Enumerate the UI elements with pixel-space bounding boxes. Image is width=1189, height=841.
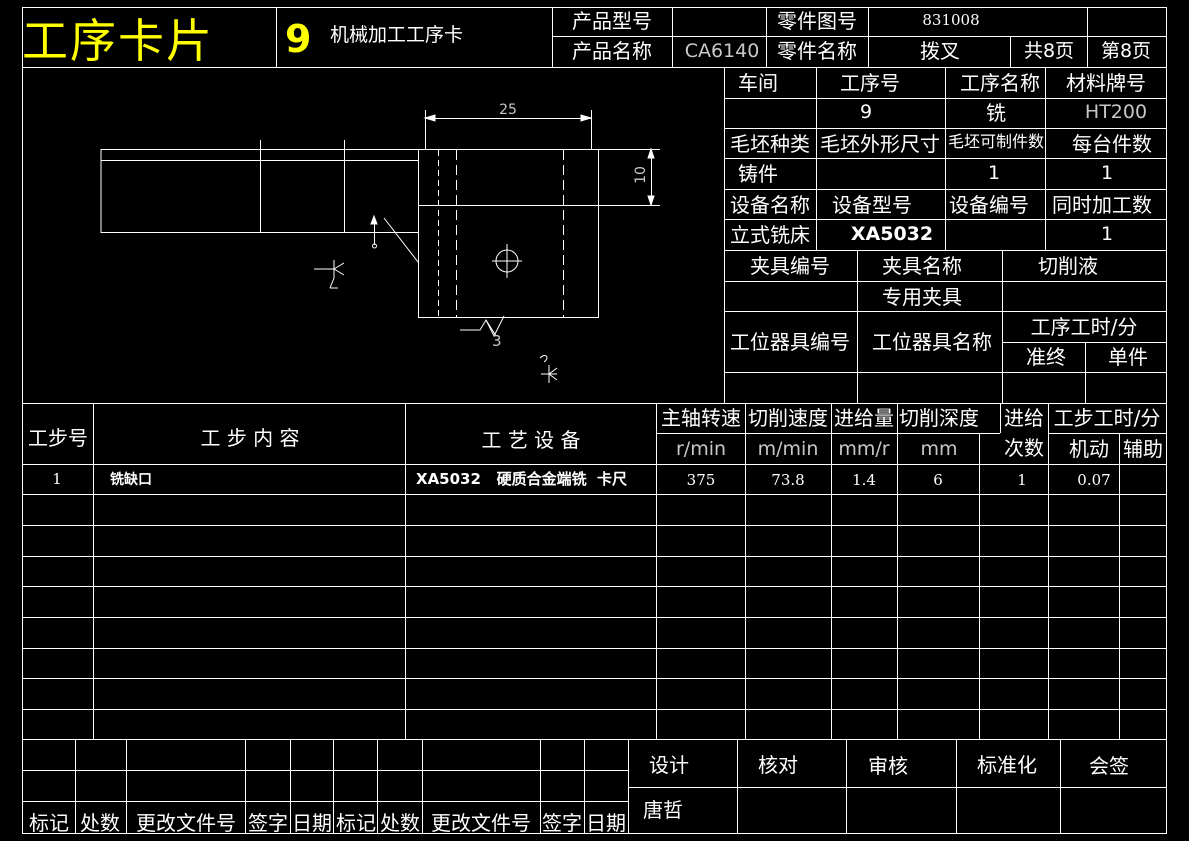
step-row-1-passes[interactable]: 1 — [1017, 471, 1027, 489]
op-no-label: 工序号 — [840, 71, 900, 95]
speed-unit: m/min — [757, 438, 819, 460]
op-name-value[interactable]: 铣 — [986, 101, 1006, 125]
unit-time-label: 单件 — [1108, 345, 1148, 369]
passes-header-bottom: 次数 — [1004, 436, 1044, 460]
part-name-label: 零件名称 — [777, 39, 857, 63]
date-label-2: 日期 — [586, 811, 626, 835]
equip-name-label: 设备名称 — [730, 193, 810, 217]
op-time-label: 工序工时/分 — [1030, 315, 1138, 339]
page-number: 第8页 — [1100, 40, 1152, 62]
feed-header: 进给量 — [834, 406, 894, 430]
step-row-1-no[interactable]: 1 — [52, 470, 62, 488]
countersign-label: 会签 — [1089, 754, 1129, 778]
step-row-1-spindle[interactable]: 375 — [686, 471, 716, 489]
step-row-1-feed[interactable]: 1.4 — [852, 471, 876, 489]
equip-no-label: 设备编号 — [949, 193, 1029, 217]
station-name-label: 工位器具名称 — [872, 330, 992, 354]
op-name-label: 工序名称 — [960, 71, 1040, 95]
part-drawing-label: 零件图号 — [777, 9, 857, 33]
step-row-1-speed[interactable]: 73.8 — [771, 471, 805, 489]
workshop-label: 车间 — [738, 71, 778, 95]
roughness-value: 3 — [492, 332, 502, 350]
standardization-label: 标准化 — [977, 753, 1037, 777]
blank-size-label: 毛坯外形尺寸 — [820, 132, 940, 156]
equip-name-value[interactable]: 立式铣床 — [730, 223, 810, 247]
review-label: 审核 — [868, 754, 908, 778]
station-no-label: 工位器具编号 — [730, 330, 850, 354]
material-value[interactable]: HT200 — [1084, 101, 1148, 123]
card-subtitle: 机械加工工序卡 — [330, 24, 464, 46]
step-row-1-content[interactable]: 铣缺口 — [110, 472, 152, 488]
mark-label-1: 标记 — [29, 811, 69, 835]
passes-header-top: 进给 — [1004, 406, 1044, 430]
per-unit-label: 每台件数 — [1072, 132, 1152, 156]
simultaneous-value[interactable]: 1 — [1100, 223, 1114, 245]
count-label-2: 处数 — [380, 811, 420, 835]
total-pages: 共8页 — [1023, 40, 1075, 62]
aux-time-header: 辅助 — [1123, 437, 1163, 461]
doc-no-label-1: 更改文件号 — [136, 811, 236, 835]
operation-number: 9 — [285, 17, 312, 61]
step-row-1-machine-time[interactable]: 0.07 — [1077, 471, 1111, 489]
step-no-header: 工步号 — [28, 426, 88, 450]
fixture-name-label: 夹具名称 — [882, 254, 962, 278]
dimension-width: 25 — [499, 102, 517, 118]
fixture-no-label: 夹具编号 — [750, 254, 830, 278]
spindle-unit: r/min — [675, 438, 727, 460]
check-label: 核对 — [758, 753, 798, 777]
op-no-value[interactable]: 9 — [859, 101, 873, 123]
equipment-header: 工 艺 设 备 — [481, 428, 581, 452]
design-label: 设计 — [649, 753, 689, 777]
part-name-value[interactable]: 拨叉 — [920, 39, 960, 63]
equip-model-value[interactable]: XA5032 — [850, 223, 934, 245]
equip-model-label: 设备型号 — [832, 193, 912, 217]
product-name-value[interactable]: CA6140 — [684, 40, 760, 62]
blank-type-value[interactable]: 铸件 — [738, 162, 778, 186]
step-row-1-depth[interactable]: 6 — [933, 471, 943, 489]
count-label-1: 处数 — [80, 811, 120, 835]
blank-count-label: 毛坯可制件数 — [947, 132, 1045, 151]
product-model-label: 产品型号 — [572, 9, 652, 33]
step-time-header: 工步工时/分 — [1053, 406, 1161, 430]
prep-time-label: 准终 — [1026, 345, 1066, 369]
sign-label-1: 签字 — [248, 811, 288, 835]
simultaneous-label: 同时加工数 — [1052, 193, 1152, 217]
cutting-speed-header: 切削速度 — [748, 406, 828, 430]
per-unit-value[interactable]: 1 — [1100, 162, 1114, 184]
mark-label-2: 标记 — [336, 811, 376, 835]
material-label: 材料牌号 — [1066, 71, 1146, 95]
part-drawing-value[interactable]: 831008 — [922, 11, 980, 29]
cut-depth-header: 切削深度 — [899, 406, 979, 430]
feed-unit: mm/r — [838, 438, 890, 460]
coolant-label: 切削液 — [1038, 254, 1098, 278]
blank-type-label: 毛坯种类 — [730, 132, 810, 156]
date-label-1: 日期 — [292, 811, 332, 835]
step-content-header: 工 步 内 容 — [200, 426, 300, 450]
designer-name[interactable]: 唐哲 — [643, 798, 683, 822]
product-name-label: 产品名称 — [572, 39, 652, 63]
part-sketch — [100, 110, 660, 383]
fixture-name-value[interactable]: 专用夹具 — [882, 285, 962, 309]
depth-unit: mm — [920, 438, 958, 460]
blank-count-value[interactable]: 1 — [987, 162, 1001, 184]
sign-label-2: 签字 — [542, 811, 582, 835]
card-title: 工序卡片 — [22, 14, 214, 68]
step-row-1-equipment[interactable]: XA5032 硬质合金端铣 卡尺 — [416, 470, 628, 488]
spindle-speed-header: 主轴转速 — [661, 406, 741, 430]
machine-time-header: 机动 — [1069, 437, 1109, 461]
doc-no-label-2: 更改文件号 — [431, 811, 531, 835]
dimension-height: 10 — [632, 166, 649, 184]
